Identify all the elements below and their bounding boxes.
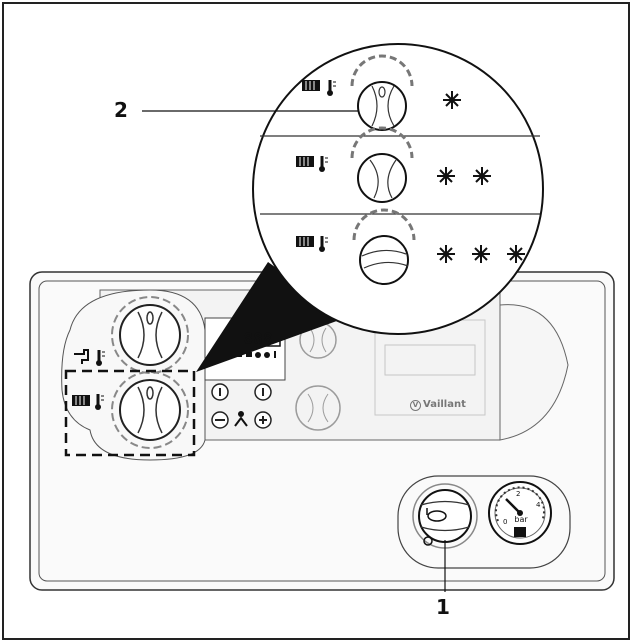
brand-mark-icon: V	[410, 400, 421, 411]
chimney-sweep-icon	[234, 411, 248, 427]
detail-knob-2	[350, 126, 414, 203]
hot-water-knob[interactable]	[111, 296, 189, 374]
radiator-icon	[71, 394, 91, 407]
background-knob-lower	[295, 385, 341, 431]
faded-display-window	[384, 344, 476, 376]
minus-button[interactable]	[211, 411, 229, 429]
callout-1-label: 1	[436, 595, 450, 619]
info-button[interactable]	[211, 383, 229, 401]
detail-knob-3	[352, 208, 416, 285]
tap-icon	[74, 349, 89, 364]
highlight-box	[64, 369, 196, 457]
gauge-icon	[488, 481, 552, 545]
plus-button[interactable]	[254, 411, 272, 429]
brand-name: Vaillant	[423, 399, 466, 410]
power-switch[interactable]	[412, 483, 478, 549]
zoom-funnel	[196, 262, 345, 372]
detail-row-1	[301, 54, 462, 131]
callout-2-label: 2	[114, 98, 128, 122]
detail-row-2	[295, 126, 492, 203]
switch-off-mark	[423, 536, 433, 546]
heating-temperature-knob[interactable]	[111, 371, 189, 449]
detail-row-3	[295, 208, 526, 285]
mode-button[interactable]	[254, 383, 272, 401]
detail-knob-1	[350, 54, 414, 131]
strip-rounded-end	[499, 304, 569, 441]
